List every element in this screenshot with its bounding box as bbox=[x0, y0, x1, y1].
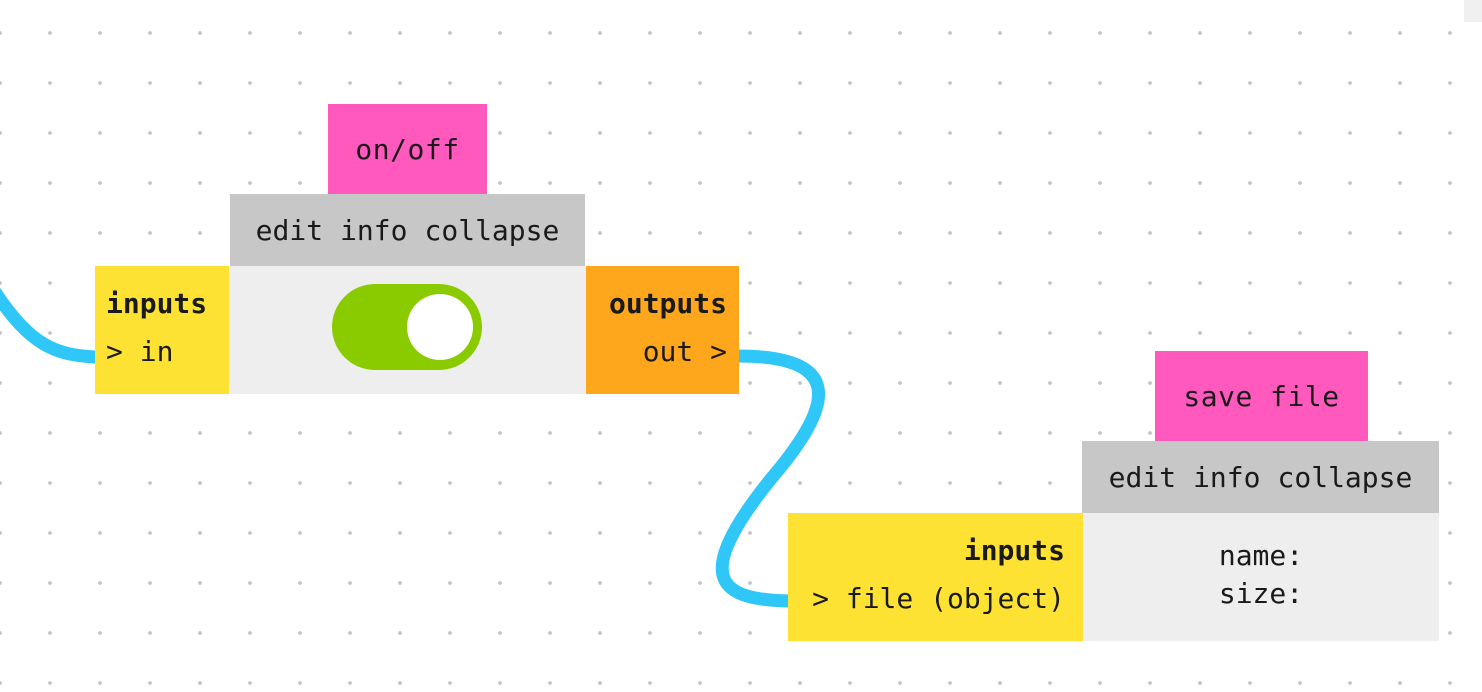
input-port-in[interactable]: > in bbox=[106, 335, 174, 368]
node-title[interactable]: on/off bbox=[328, 104, 487, 194]
wire-incoming bbox=[0, 287, 102, 364]
node-body: name: size: bbox=[1083, 513, 1439, 641]
inputs-heading: inputs bbox=[963, 534, 1065, 567]
file-size-label: size: bbox=[1218, 577, 1304, 610]
input-port-file[interactable]: > file (object) bbox=[812, 582, 1065, 615]
outputs-heading: outputs bbox=[608, 287, 727, 320]
info-button[interactable]: info bbox=[340, 213, 408, 247]
inputs-heading: inputs bbox=[106, 287, 208, 320]
file-name-label: name: bbox=[1218, 539, 1304, 572]
output-port-out[interactable]: out > bbox=[642, 335, 727, 368]
outputs-section: outputs out > bbox=[586, 266, 739, 394]
scrollbar-corner bbox=[1464, 0, 1482, 22]
collapse-button[interactable]: collapse bbox=[424, 213, 560, 247]
edit-button[interactable]: edit bbox=[255, 213, 324, 247]
node-title[interactable]: save file bbox=[1155, 351, 1368, 441]
node-body bbox=[229, 266, 586, 394]
node-toolbar: edit info collapse bbox=[230, 194, 585, 266]
file-info: name: size: bbox=[1083, 513, 1439, 613]
node-toolbar: edit info collapse bbox=[1082, 441, 1439, 513]
inputs-section: inputs > in bbox=[95, 266, 229, 394]
on-off-toggle[interactable] bbox=[332, 284, 482, 370]
edit-button[interactable]: edit bbox=[1108, 460, 1177, 494]
info-button[interactable]: info bbox=[1193, 460, 1261, 494]
inputs-section: inputs > file (object) bbox=[788, 513, 1083, 641]
toggle-knob bbox=[407, 294, 473, 360]
collapse-button[interactable]: collapse bbox=[1277, 460, 1413, 494]
